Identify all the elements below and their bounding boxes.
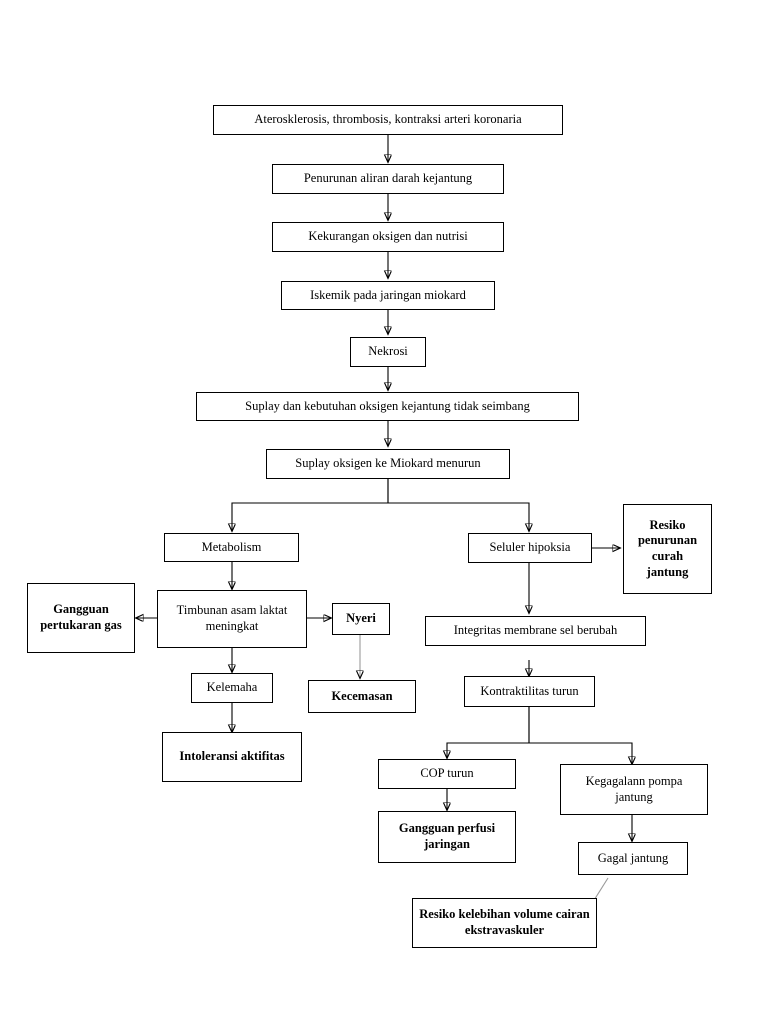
node-nekrosi: Nekrosi <box>350 337 426 367</box>
node-kekurangan-oksigen: Kekurangan oksigen dan nutrisi <box>272 222 504 252</box>
node-integritas-membrane: Integritas membrane sel berubah <box>425 616 646 646</box>
node-label: Suplay oksigen ke Miokard menurun <box>295 456 481 471</box>
node-label: Aterosklerosis, thrombosis, kontraksi ar… <box>254 112 522 127</box>
node-label: Kekurangan oksigen dan nutrisi <box>308 229 468 244</box>
node-label: Timbunan asam laktat meningkat <box>176 603 288 633</box>
node-nyeri: Nyeri <box>332 603 390 635</box>
node-suplay-kebutuhan-tidak-seimbang: Suplay dan kebutuhan oksigen kejantung t… <box>196 392 579 421</box>
node-gangguan-pertukaran-gas: Gangguan pertukaran gas <box>27 583 135 653</box>
node-kontraktilitas-turun: Kontraktilitas turun <box>464 676 595 707</box>
node-label: Kontraktilitas turun <box>480 683 579 698</box>
node-timbunan-asam-laktat: Timbunan asam laktat meningkat <box>157 590 307 648</box>
node-kelemaha: Kelemaha <box>191 673 273 703</box>
node-intoleransi-aktifitas: Intoleransi aktifitas <box>162 732 302 782</box>
node-label: Suplay dan kebutuhan oksigen kejantung t… <box>245 398 530 413</box>
node-label: Gagal jantung <box>597 850 669 865</box>
node-suplay-oksigen-menurun: Suplay oksigen ke Miokard menurun <box>266 449 510 479</box>
node-kegagalan-pompa-jantung: Kegagalann pompa jantung <box>560 764 708 815</box>
node-label: Nekrosi <box>368 344 408 359</box>
node-label: Resiko penurunan curah jantung <box>637 517 698 579</box>
node-label: Kecemasan <box>331 688 393 703</box>
node-label: Resiko kelebihan volume cairan ekstravas… <box>419 907 590 937</box>
node-label: COP turun <box>420 766 474 781</box>
node-label: Gangguan perfusi jaringan <box>398 821 496 851</box>
node-label: Iskemik pada jaringan miokard <box>310 287 466 302</box>
node-gangguan-perfusi-jaringan: Gangguan perfusi jaringan <box>378 811 516 863</box>
node-iskemik-miokard: Iskemik pada jaringan miokard <box>281 281 495 310</box>
node-label: Nyeri <box>346 611 376 626</box>
node-label: Intoleransi aktifitas <box>179 749 285 764</box>
node-label: Metabolism <box>201 539 262 554</box>
node-metabolism: Metabolism <box>164 533 299 562</box>
node-label: Kelemaha <box>206 680 258 695</box>
node-gagal-jantung: Gagal jantung <box>578 842 688 875</box>
node-label: Penurunan aliran darah kejantung <box>303 171 473 186</box>
node-label: Kegagalann pompa jantung <box>585 773 683 804</box>
node-penurunan-aliran-darah: Penurunan aliran darah kejantung <box>272 164 504 194</box>
node-cop-turun: COP turun <box>378 759 516 789</box>
node-label: Integritas membrane sel berubah <box>453 623 618 638</box>
node-seluler-hipoksia: Seluler hipoksia <box>468 533 592 563</box>
node-label: Seluler hipoksia <box>489 540 571 555</box>
node-resiko-kelebihan-volume-cairan: Resiko kelebihan volume cairan ekstravas… <box>412 898 597 948</box>
node-kecemasan: Kecemasan <box>308 680 416 713</box>
node-resiko-penurunan-curah-jantung: Resiko penurunan curah jantung <box>623 504 712 594</box>
node-aterosklerosis: Aterosklerosis, thrombosis, kontraksi ar… <box>213 105 563 135</box>
node-label: Gangguan pertukaran gas <box>40 602 122 632</box>
